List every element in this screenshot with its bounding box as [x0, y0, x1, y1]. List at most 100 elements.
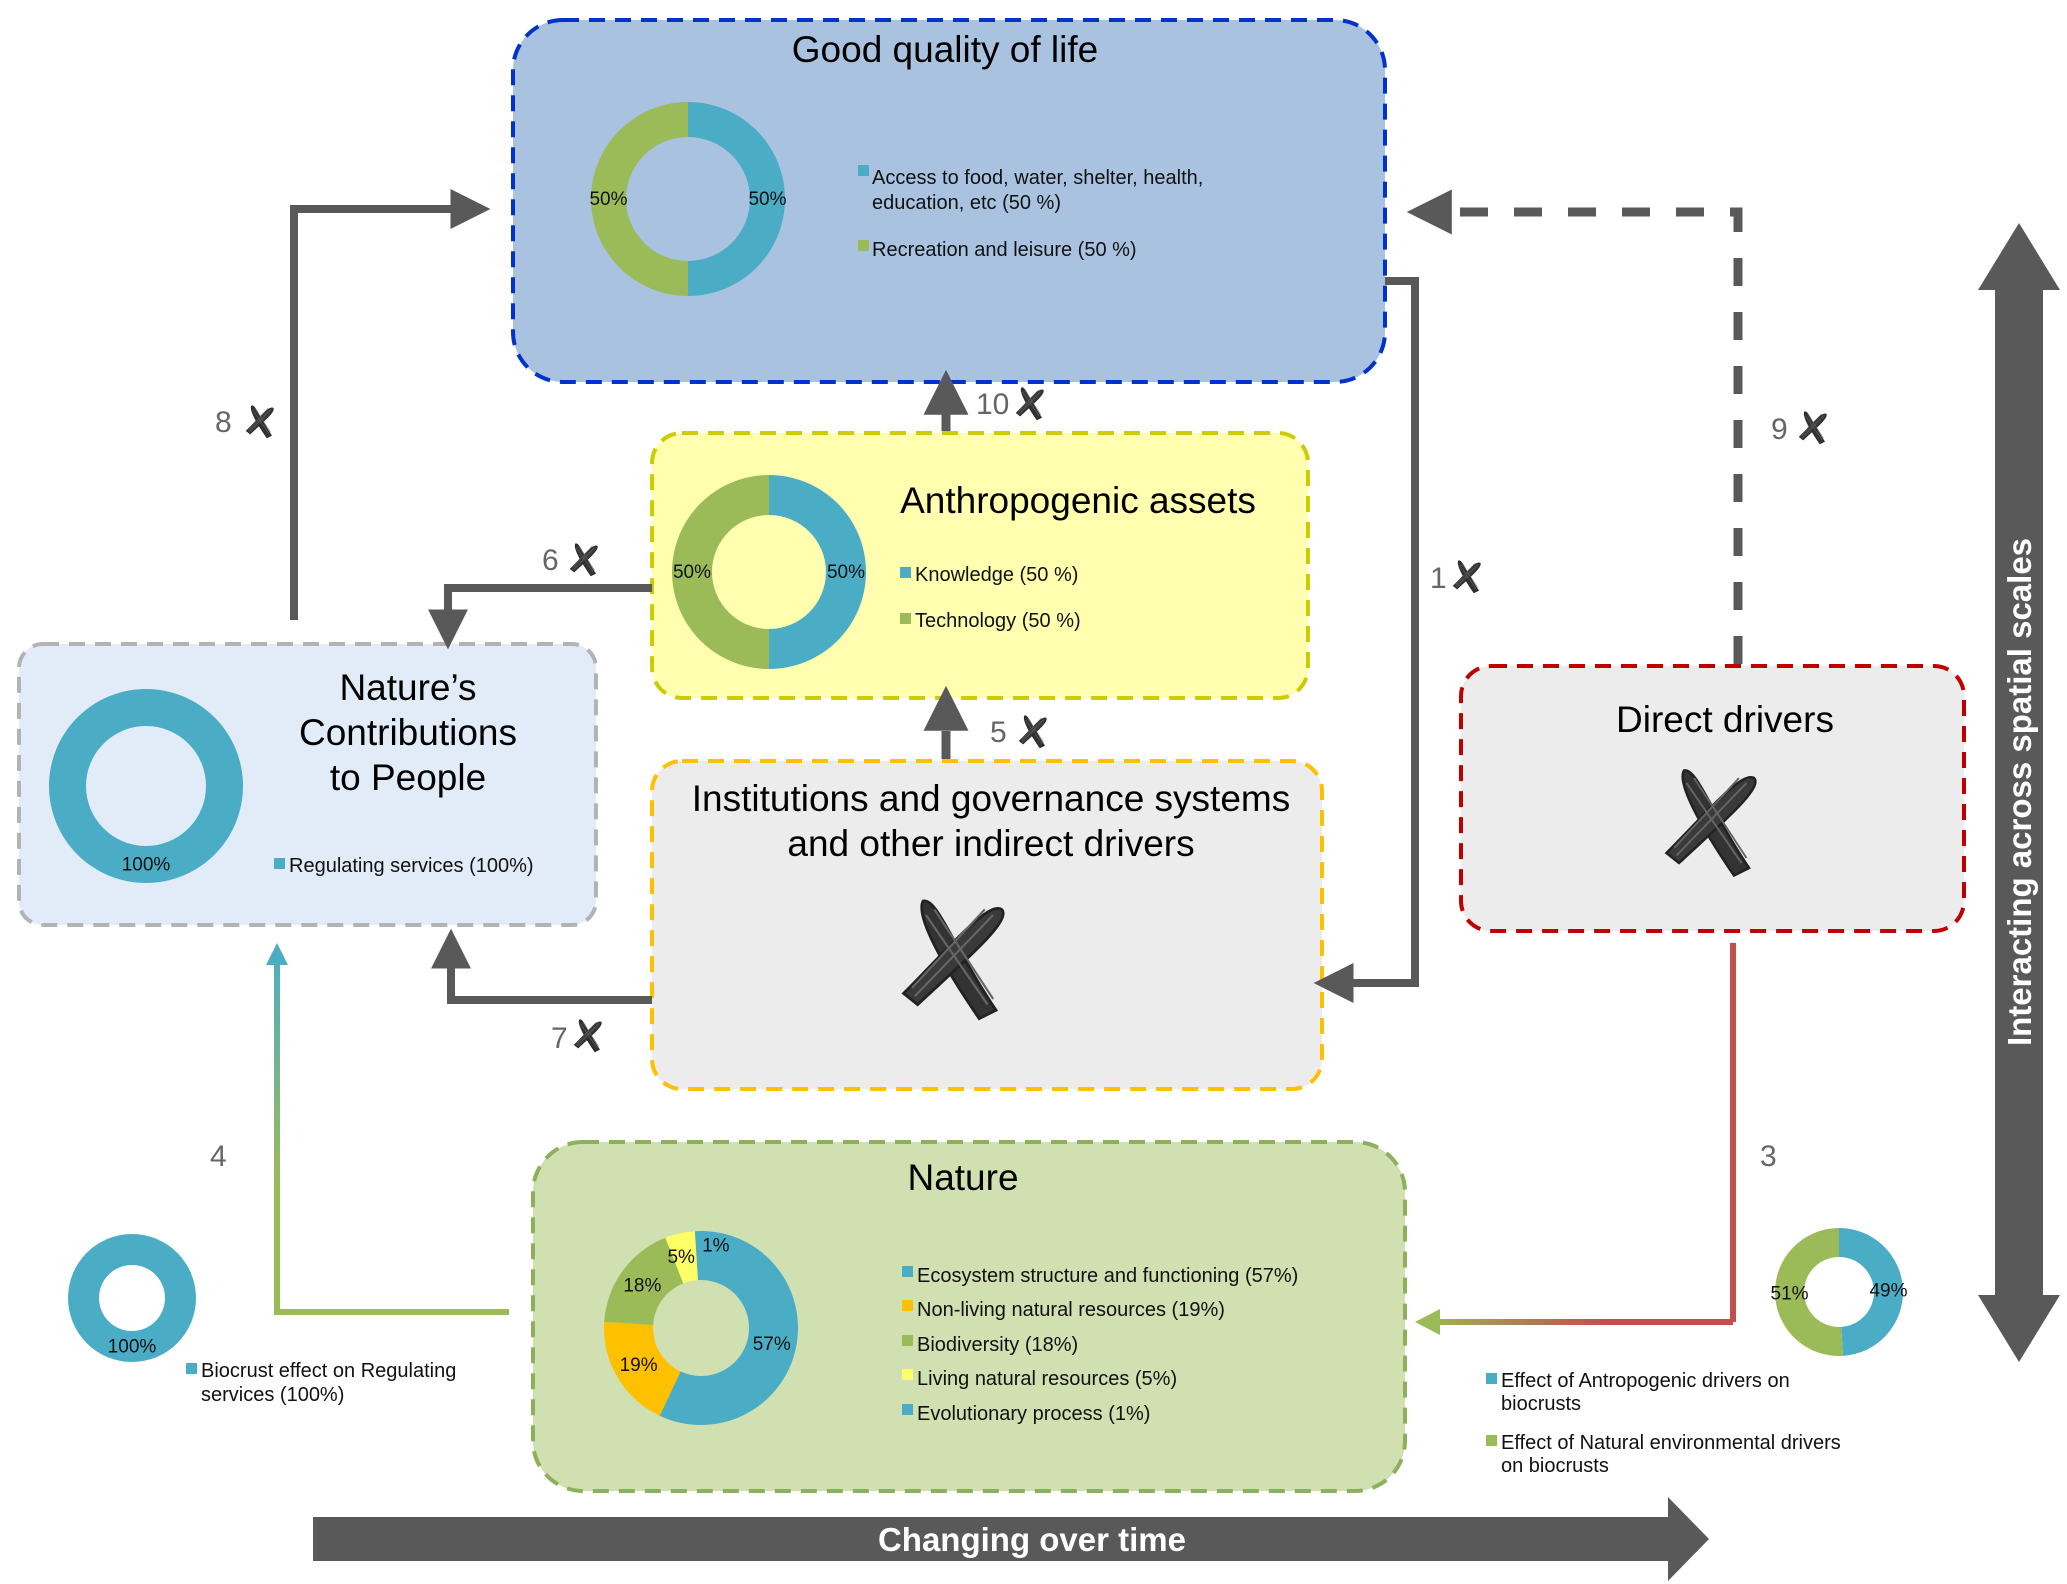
legend-recreation: Recreation and leisure (50 %) [872, 239, 1137, 261]
double-arrow-icon [1978, 223, 2060, 1362]
link-4: 4 [210, 943, 509, 1315]
donut-slice-technology [672, 475, 769, 669]
cross-mark-icon [1798, 411, 1827, 445]
donut-slice-ecosystem-structure-and-functioning [659, 1231, 799, 1425]
donut-slice-biodiversity [604, 1237, 684, 1325]
donut-slice-biocrust-effect-on-regulating-services [68, 1234, 196, 1362]
gql-donut-chart: 50% 50% [589, 102, 787, 296]
anthropogenic-assets-box: Anthropogenic assets 50%50% Knowledge (5… [650, 431, 1310, 700]
donut-label: 51% [1771, 1284, 1809, 1305]
donut-slice-evolutionary-process [694, 1231, 701, 1281]
nature-box: Nature 57%19%18%5%1% Ecosystem structure… [531, 1140, 1407, 1493]
link-3-arrowhead [1415, 1309, 1440, 1335]
donut-label: 100% [108, 1337, 157, 1358]
cross-mark-icon [573, 1019, 602, 1053]
link-4-arrowhead [266, 943, 288, 965]
link-10-label: 10 [976, 388, 1009, 421]
legend-swatch-recreation [858, 240, 869, 251]
nature-title: Nature [907, 1157, 1018, 1198]
cross-mark-icon [1018, 715, 1047, 749]
link-8: 8 [215, 189, 491, 620]
legend-ecosystem: Ecosystem structure and functioning (57%… [917, 1265, 1298, 1287]
legend-natural-effect-line1: Effect of Natural environmental drivers [1501, 1432, 1841, 1454]
link-6-arrow [428, 584, 652, 650]
legend-swatch-natural-effect [1486, 1435, 1497, 1446]
link-9: 9 [1406, 189, 1827, 664]
nature-donut-chart: 57%19%18%5%1% [604, 1231, 799, 1425]
donut-label: 100% [122, 855, 171, 876]
link-1-arrow [1313, 277, 1419, 1003]
natures-contributions-frame [17, 642, 598, 927]
horizontal-axis-label: Changing over time [878, 1521, 1186, 1558]
drivers-effect-chart: 49% 51% Effect of Antropogenic drivers on… [1486, 1228, 1908, 1477]
ncp-title-line3: to People [330, 757, 486, 798]
donut-label: 50% [827, 562, 865, 583]
link-7: 7 [431, 928, 652, 1055]
anthropogenic-assets-title: Anthropogenic assets [900, 480, 1256, 521]
institutions-title-line1: Institutions and governance systems [692, 778, 1291, 819]
link-3: 3 [1415, 943, 1777, 1335]
vertical-scale-arrow: Interacting across spatial scales [1978, 223, 2060, 1362]
legend-biocrust-line2: services (100%) [201, 1384, 344, 1406]
legend-swatch-regulating [274, 858, 285, 869]
link-1: 1 [1313, 277, 1481, 1003]
legend-swatch-technology [900, 613, 911, 624]
ncp-donut-chart: 100% [49, 689, 243, 883]
link-4-label: 4 [210, 1140, 227, 1173]
legend-swatch-biocrust [186, 1363, 197, 1374]
legend-biocrust-line1: Biocrust effect on Regulating [201, 1360, 456, 1382]
legend-swatch-ecosystem [902, 1266, 913, 1277]
legend-swatch-nonliving [902, 1300, 913, 1311]
donut-label: 49% [1869, 1280, 1907, 1301]
horizontal-time-arrow: Changing over time [313, 1497, 1709, 1581]
donut-label: 18% [623, 1275, 661, 1296]
donut-slice-access-to-food-water-shelter-health-education-etc [688, 102, 785, 296]
donut-label: 5% [667, 1247, 695, 1268]
ncp-title-line2: Contributions [299, 712, 517, 753]
legend-anthropogenic-effect-line1: Effect of Antropogenic drivers on [1501, 1370, 1790, 1392]
institutions-title-line2: and other indirect drivers [787, 823, 1194, 864]
link-7-label: 7 [551, 1022, 568, 1055]
link-10: 10 [923, 369, 1044, 431]
legend-access-line2: education, etc (50 %) [872, 192, 1061, 214]
donut-label: 50% [589, 189, 627, 210]
legend-swatch-access [858, 165, 869, 176]
vertical-axis-label: Interacting across spatial scales [2001, 538, 2038, 1046]
legend-swatch-anthropogenic-effect [1486, 1373, 1497, 1384]
legend-anthropogenic-effect-line2: biocrusts [1501, 1393, 1581, 1415]
legend-living: Living natural resources (5%) [917, 1368, 1177, 1390]
legend-swatch-biodiversity [902, 1335, 913, 1346]
legend-regulating: Regulating services (100%) [289, 855, 534, 877]
donut-slice-knowledge [769, 475, 866, 669]
donut-label: 1% [702, 1235, 730, 1256]
anthropogenic-donut-chart: 50%50% [672, 475, 866, 669]
donut-slice-effect-of-antropogenic-drivers-on-biocrusts [1839, 1228, 1903, 1356]
legend-technology: Technology (50 %) [915, 610, 1081, 632]
drivers-donut-chart: 49% 51% [1771, 1228, 1908, 1356]
legend-biodiversity: Biodiversity (18%) [917, 1334, 1078, 1356]
biocrust-regulating-chart: 100% Biocrust effect on Regulating servi… [68, 1234, 456, 1406]
good-quality-of-life-frame [511, 18, 1387, 384]
donut-slice-living-natural-resources [665, 1231, 698, 1284]
legend-evolutionary: Evolutionary process (1%) [917, 1403, 1150, 1425]
link-7-arrow [431, 928, 652, 1004]
right-arrow-icon [313, 1497, 1709, 1581]
legend-swatch-evolutionary [902, 1404, 913, 1415]
donut-slice-non-living-natural-resources [604, 1321, 681, 1416]
legend-natural-effect-line2: on biocrusts [1501, 1455, 1609, 1477]
donut-label: 57% [753, 1334, 791, 1355]
legend-swatch-knowledge [900, 567, 911, 578]
link-8-label: 8 [215, 406, 232, 439]
natures-contributions-box: Nature’s Contributions to People 100% Re… [17, 642, 598, 927]
link-3-label: 3 [1760, 1140, 1777, 1173]
legend-access-line1: Access to food, water, shelter, health, [872, 167, 1203, 189]
donut-label: 50% [748, 189, 786, 210]
institutions-box: Institutions and governance systems and … [650, 759, 1324, 1091]
link-1-label: 1 [1430, 562, 1447, 595]
direct-drivers-title: Direct drivers [1616, 699, 1834, 740]
ncp-title-line1: Nature’s [339, 667, 476, 708]
cross-mark-icon [245, 405, 274, 439]
cross-mark-icon [569, 543, 598, 577]
direct-drivers-box: Direct drivers [1459, 664, 1966, 933]
